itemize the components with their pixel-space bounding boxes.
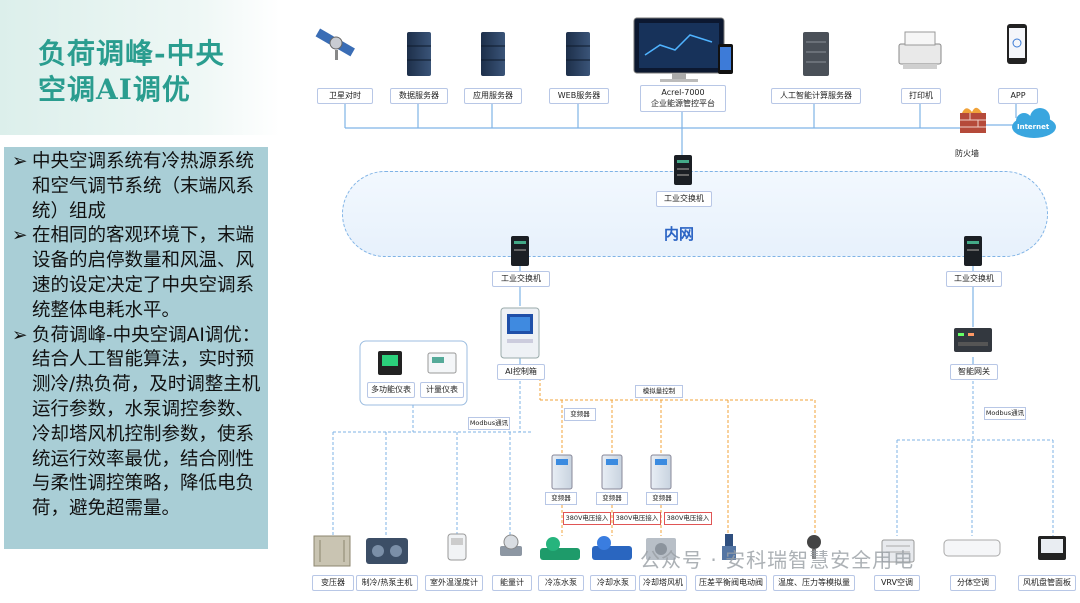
balance-valve-icon [722, 534, 736, 560]
core-switch-icon [674, 155, 692, 185]
left-switch-icon [511, 236, 529, 266]
bottom-device-label: 室外温湿度计 [425, 575, 483, 591]
internet-cloud-icon [1012, 108, 1056, 138]
voltage-tag-2: 380V电压接入 [613, 512, 661, 525]
firewall-icon [960, 107, 986, 133]
internet-label: Internet [1017, 123, 1050, 131]
cooling-water-pump-icon [592, 536, 632, 560]
phone-icon [1007, 24, 1027, 64]
bottom-device-label: 分体空调 [950, 575, 996, 591]
platform-label-line2: 企业能源管控平台 [651, 99, 715, 108]
bullet-text: 负荷调峰-中央空调AI调优：结合人工智能算法，实时预测冷/热负荷，及时调整主机运… [32, 324, 261, 520]
vrv-ac-icon [881, 539, 915, 563]
app-label: APP [998, 88, 1038, 104]
satellite-label: 卫星对时 [317, 88, 373, 104]
vfd-label-3: 变频器 [646, 492, 678, 505]
bottom-device-label: VRV空调 [874, 575, 920, 591]
vfd-label-1: 变频器 [545, 492, 577, 505]
energy-meter-label: 计量仪表 [420, 382, 464, 398]
platform-label: Acrel-7000 企业能源管控平台 [640, 85, 726, 112]
bullet-item: ➢中央空调系统有冷热源系统和空气调节系统（末端风系统）组成 [10, 150, 266, 224]
inverter-lines [561, 505, 662, 536]
firewall-label: 防火墙 [955, 149, 979, 158]
core-switch-label: 工业交换机 [656, 191, 712, 207]
bottom-device-label: 冷冻水泵 [538, 575, 584, 591]
bottom-device-label: 压差平衡阀电动阀 [695, 575, 767, 591]
inverter-tag: 变频器 [564, 408, 596, 421]
bottom-device-label: 风机盘管面板 [1018, 575, 1076, 591]
web-server-icon [566, 32, 590, 76]
energy-meter-flow-icon [500, 534, 522, 556]
voltage-tag-3: 380V电压接入 [664, 512, 712, 525]
bullet-list: ➢中央空调系统有冷热源系统和空气调节系统（末端风系统）组成 ➢在相同的客观环境下… [10, 150, 266, 522]
bullet-arrow-icon: ➢ [12, 324, 28, 346]
printer-label: 打印机 [901, 88, 941, 104]
ai-server-icon [803, 32, 829, 76]
bullet-arrow-icon: ➢ [12, 151, 28, 172]
modbus-bus-right [896, 366, 1054, 536]
bullet-item: ➢在相同的客观环境下，末端设备的启停数量和风温、风速的设定决定了中央空调系统整体… [10, 224, 266, 323]
modbus-tag-left: Modbus通讯 [468, 417, 510, 430]
energy-meter-icon [427, 352, 457, 374]
bullet-arrow-icon: ➢ [12, 225, 28, 247]
app-server-label: 应用服务器 [464, 88, 522, 104]
split-ac-icon [943, 539, 1001, 557]
outdoor-hygrometer-icon [447, 533, 467, 561]
multi-meter-label: 多功能仪表 [367, 382, 415, 398]
analog-sensor-icon [807, 535, 821, 559]
watermark: 公众号 · 安科瑞智慧安全用电 [640, 548, 915, 572]
satellite-icon [315, 28, 355, 60]
bottom-device-label: 能量计 [492, 575, 532, 591]
printer-icon [898, 31, 942, 69]
platform-label-line1: Acrel-7000 [661, 88, 705, 97]
page-title-line1: 负荷调峰-中央 [38, 37, 225, 70]
app-server-icon [481, 32, 505, 76]
vfd-icon-1 [551, 454, 573, 490]
right-switch-label: 工业交换机 [946, 271, 1002, 287]
page-title-line2: 空调AI调优 [38, 73, 191, 106]
fan-coil-panel-icon [1038, 536, 1066, 560]
ai-controller-icon [500, 307, 540, 359]
lan-label: 内网 [664, 225, 695, 243]
bullet-text: 在相同的客观环境下，末端设备的启停数量和风温、风速的设定决定了中央空调系统整体电… [32, 225, 255, 321]
bottom-device-label: 温度、压力等模拟量 [773, 575, 855, 591]
bullet-text: 中央空调系统有冷热源系统和空气调节系统（末端风系统）组成 [32, 151, 255, 222]
bottom-device-label: 冷却水泵 [590, 575, 636, 591]
title-box: 负荷调峰-中央 空调AI调优 [0, 0, 280, 135]
web-server-label: WEB服务器 [549, 88, 609, 104]
bottom-device-label: 变压器 [312, 575, 354, 591]
bullet-box: ➢中央空调系统有冷热源系统和空气调节系统（末端风系统）组成 ➢在相同的客观环境下… [4, 147, 268, 549]
data-server-icon [407, 32, 431, 76]
bottom-device-label: 制冷/热泵主机 [356, 575, 418, 591]
switch-lines [519, 255, 974, 366]
chilled-water-pump-icon [540, 537, 580, 560]
chiller-icon [366, 538, 408, 564]
gateway-icon [954, 328, 992, 352]
cooling-tower-fan-icon [646, 538, 676, 560]
voltage-tag-1: 380V电压接入 [563, 512, 611, 525]
gateway-label: 智能网关 [950, 364, 998, 380]
ai-server-label: 人工智能计算服务器 [771, 88, 861, 104]
transformer-icon [313, 535, 351, 567]
bottom-device-label: 冷却塔风机 [639, 575, 687, 591]
vfd-icon-3 [650, 454, 672, 490]
vfd-label-2: 变频器 [596, 492, 628, 505]
vfd-icon-2 [601, 454, 623, 490]
right-switch-icon [964, 236, 982, 266]
data-server-label: 数据服务器 [390, 88, 448, 104]
platform-monitor-icon [633, 17, 733, 82]
analog-control-tag: 模拟量控制 [635, 385, 683, 398]
modbus-tag-right: Modbus通讯 [984, 407, 1026, 420]
left-panel: 负荷调峰-中央 空调AI调优 ➢中央空调系统有冷热源系统和空气调节系统（末端风系… [0, 0, 280, 603]
lan-cloud [342, 171, 1048, 257]
left-switch-label: 工业交换机 [492, 271, 550, 287]
bullet-item: ➢负荷调峰-中央空调AI调优：结合人工智能算法，实时预测冷/热负荷，及时调整主机… [10, 324, 266, 522]
analog-control-lines [539, 378, 816, 536]
multi-meter-icon [378, 351, 402, 375]
ai-controller-label: AI控制箱 [497, 364, 545, 380]
